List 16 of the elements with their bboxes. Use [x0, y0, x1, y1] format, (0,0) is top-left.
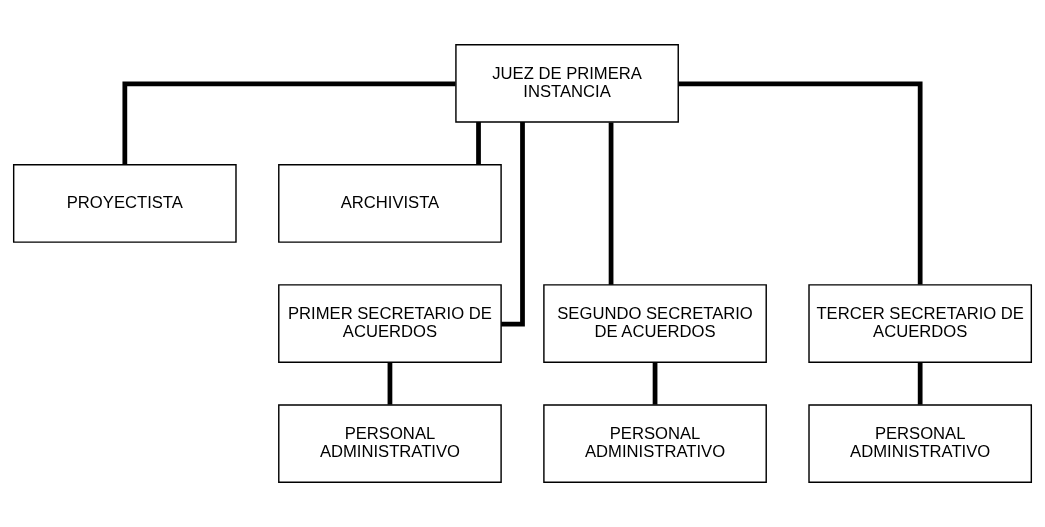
- node-box: PERSONAL ADMINISTRATIVO: [808, 404, 1033, 483]
- connector: [122, 81, 456, 165]
- connector: [476, 122, 481, 165]
- node-box: PROYECTISTA: [12, 164, 237, 243]
- node-box: ARCHIVISTA: [278, 164, 502, 243]
- node-box: PERSONAL ADMINISTRATIVO: [278, 404, 502, 483]
- connector: [678, 81, 923, 285]
- connector: [608, 122, 614, 285]
- node-box: PRIMER SECRETARIO DE ACUERDOS: [278, 284, 502, 363]
- connector: [652, 362, 658, 405]
- node-box: PERSONAL ADMINISTRATIVO: [543, 404, 767, 483]
- connector: [917, 362, 923, 405]
- node-box: JUEZ DE PRIMERA INSTANCIA: [455, 44, 679, 123]
- connector: [387, 362, 393, 405]
- node-box: TERCER SECRETARIO DE ACUERDOS: [808, 284, 1033, 363]
- node-box: SEGUNDO SECRETARIO DE ACUERDOS: [543, 284, 767, 363]
